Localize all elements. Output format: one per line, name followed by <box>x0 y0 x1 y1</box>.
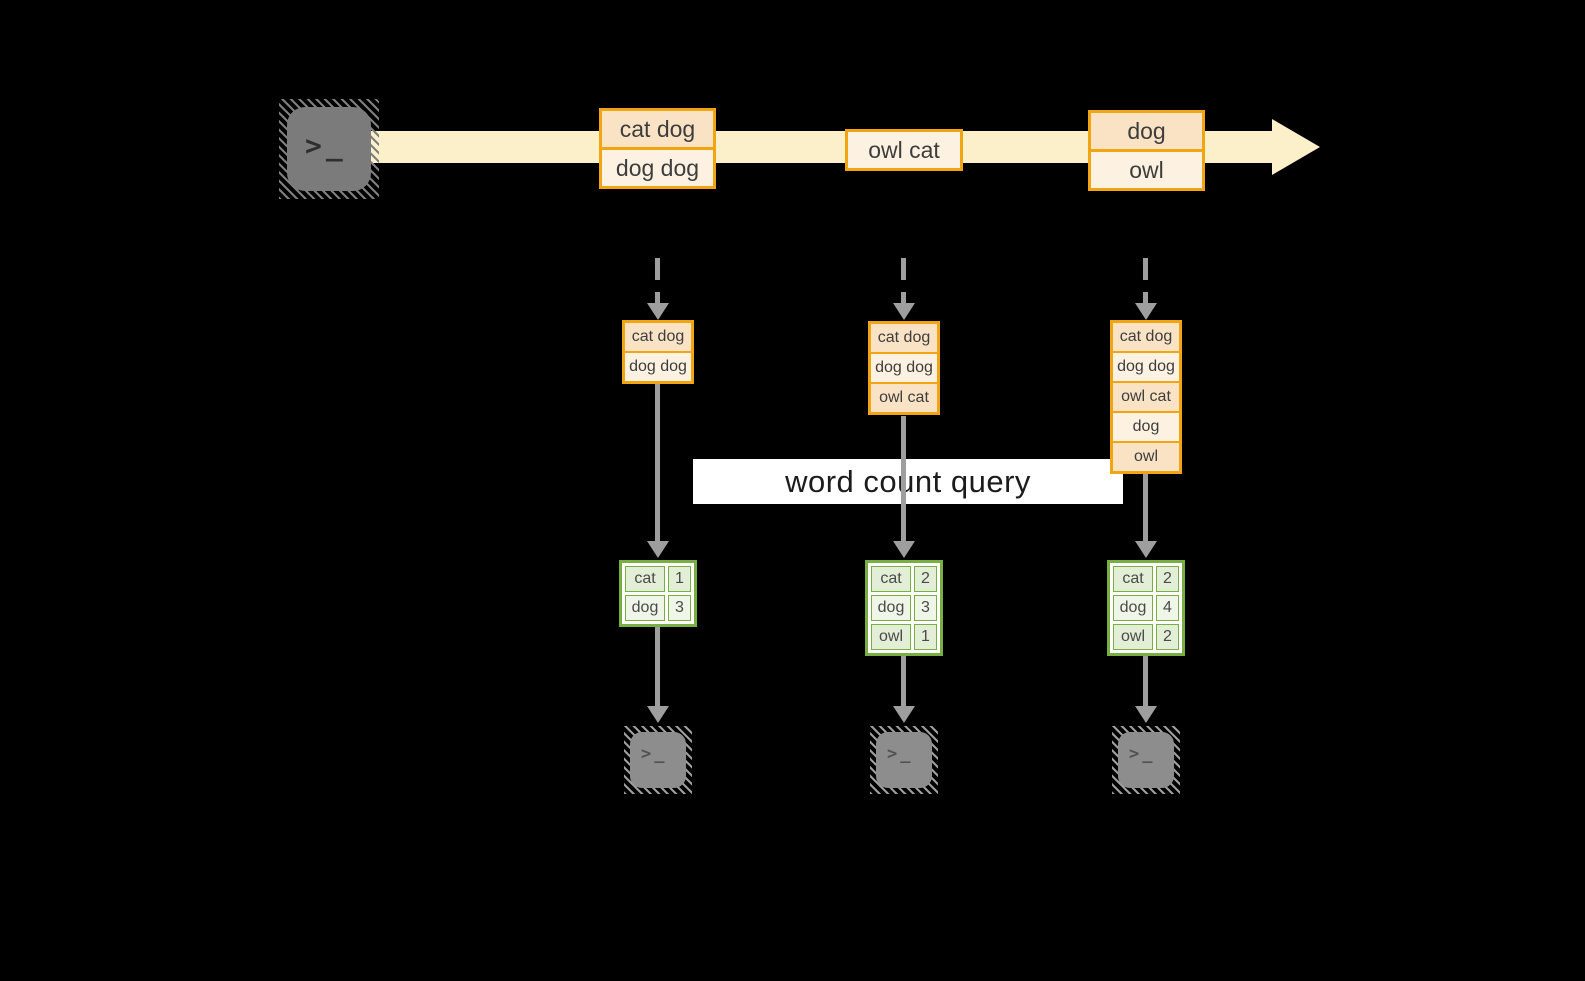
buffer-cell: dog dog <box>871 352 937 382</box>
output-arrow-head-icon <box>893 706 915 723</box>
buffer-cell: dog dog <box>1113 351 1179 381</box>
buffer-cell: cat dog <box>871 324 937 352</box>
count-word-cell: dog <box>871 595 911 621</box>
count-word-cell: dog <box>625 595 665 621</box>
stream-event-box-1: cat dog dog dog <box>599 108 716 189</box>
terminal-source-screen: >_ <box>287 107 371 191</box>
query-arrow-head-icon <box>1135 541 1157 558</box>
stream-arrowhead-icon <box>1272 119 1320 175</box>
terminal-prompt-glyph: >_ <box>1129 744 1156 764</box>
count-word-cell: dog <box>1113 595 1153 621</box>
output-arrow-stem <box>1143 656 1148 707</box>
count-value-cell: 4 <box>1156 595 1179 621</box>
query-arrow-head-icon <box>893 541 915 558</box>
buffer-box-3: cat dog dog dog owl cat dog owl <box>1110 320 1182 474</box>
stream-event-cell: owl cat <box>848 132 960 168</box>
terminal-source-icon: >_ <box>279 99 379 199</box>
terminal-output-icon-3: >_ <box>1112 726 1180 794</box>
stream-event-cell: dog dog <box>602 147 713 186</box>
count-value-cell: 2 <box>1156 566 1179 592</box>
dashed-arrow-stem <box>901 258 906 304</box>
count-value-cell: 1 <box>914 624 937 650</box>
buffer-cell: cat dog <box>625 323 691 351</box>
stream-event-cell: owl <box>1091 149 1202 188</box>
output-arrow-head-icon <box>647 706 669 723</box>
count-table-1: cat 1 dog 3 <box>619 560 697 627</box>
count-value-cell: 1 <box>668 566 691 592</box>
count-word-cell: owl <box>871 624 911 650</box>
count-value-cell: 2 <box>1156 624 1179 650</box>
count-value-cell: 3 <box>914 595 937 621</box>
stream-event-box-2: owl cat <box>845 129 963 171</box>
buffer-cell: dog <box>1113 411 1179 441</box>
output-arrow-head-icon <box>1135 706 1157 723</box>
dashed-arrow-head-icon <box>1135 303 1157 320</box>
dashed-arrow-stem <box>1143 258 1148 304</box>
count-table-2: cat 2 dog 3 owl 1 <box>865 560 943 656</box>
terminal-prompt-glyph: >_ <box>305 129 347 162</box>
count-table-3: cat 2 dog 4 owl 2 <box>1107 560 1185 656</box>
buffer-cell: owl <box>1113 441 1179 471</box>
buffer-cell: owl cat <box>871 382 937 412</box>
stream-event-box-3: dog owl <box>1088 110 1205 191</box>
query-label: word count query <box>785 463 1031 499</box>
count-word-cell: cat <box>1113 566 1153 592</box>
query-arrow-stem <box>1143 474 1148 542</box>
count-word-cell: cat <box>871 566 911 592</box>
count-word-cell: cat <box>625 566 665 592</box>
dashed-arrow-stem <box>655 258 660 304</box>
dashed-arrow-head-icon <box>893 303 915 320</box>
query-arrow-head-icon <box>647 541 669 558</box>
terminal-prompt-glyph: >_ <box>887 744 914 764</box>
buffer-cell: owl cat <box>1113 381 1179 411</box>
stream-event-cell: cat dog <box>602 111 713 147</box>
stream-event-cell: dog <box>1091 113 1202 149</box>
terminal-output-icon-1: >_ <box>624 726 692 794</box>
query-band: word count query <box>693 459 1123 504</box>
count-word-cell: owl <box>1113 624 1153 650</box>
query-arrow-stem <box>655 384 660 542</box>
output-arrow-stem <box>655 627 660 707</box>
terminal-output-screen: >_ <box>630 732 686 788</box>
count-value-cell: 3 <box>668 595 691 621</box>
terminal-output-screen: >_ <box>876 732 932 788</box>
query-arrow-stem <box>901 416 906 542</box>
buffer-box-2: cat dog dog dog owl cat <box>868 321 940 415</box>
output-arrow-stem <box>901 656 906 707</box>
buffer-box-1: cat dog dog dog <box>622 320 694 384</box>
terminal-prompt-glyph: >_ <box>641 744 668 764</box>
dashed-arrow-head-icon <box>647 303 669 320</box>
buffer-cell: dog dog <box>625 351 691 381</box>
count-value-cell: 2 <box>914 566 937 592</box>
terminal-output-icon-2: >_ <box>870 726 938 794</box>
buffer-cell: cat dog <box>1113 323 1179 351</box>
terminal-output-screen: >_ <box>1118 732 1174 788</box>
